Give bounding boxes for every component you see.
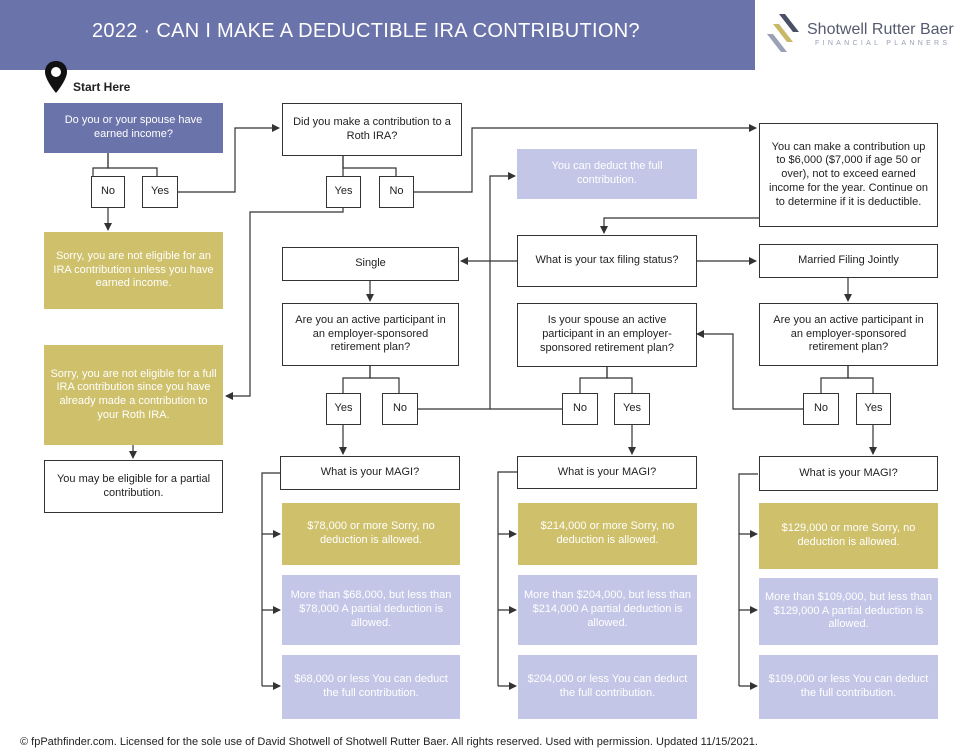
can-contribute-note: You can make a contribution up to $6,000… — [759, 123, 938, 227]
mfj-status: Married Filing Jointly — [759, 244, 938, 278]
single-active-participant-question: Are you an active participant in an empl… — [282, 303, 459, 366]
footer-copyright: © fpPathfinder.com. Licensed for the sol… — [20, 736, 758, 748]
magi-question-spouse: What is your MAGI? — [517, 456, 697, 489]
partial-contribution-eligible: You may be eligible for a partial contri… — [44, 460, 223, 513]
mfj-active-yes: Yes — [856, 393, 891, 425]
roth-question: Did you make a contribution to a Roth IR… — [282, 103, 462, 156]
mfj-magi-partial-deduction: More than $109,000, but less than $129,0… — [759, 578, 938, 645]
mfj-magi-no-deduction: $129,000 or more Sorry, no deduction is … — [759, 503, 938, 569]
mfj-magi-full-deduction: $109,000 or less You can deduct the full… — [759, 655, 938, 719]
spouse-magi-partial-deduction: More than $204,000, but less than $214,0… — [518, 575, 697, 645]
single-active-no: No — [382, 393, 418, 425]
single-status: Single — [282, 247, 459, 281]
single-magi-no-deduction: $78,000 or more Sorry, no deduction is a… — [282, 503, 460, 565]
spouse-active-no: No — [562, 393, 598, 425]
spouse-magi-no-deduction: $214,000 or more Sorry, no deduction is … — [518, 503, 697, 565]
header-bar: 2022 · CAN I MAKE A DEDUCTIBLE IRA CONTR… — [0, 0, 755, 70]
roth-no: No — [379, 176, 414, 208]
not-eligible-earned-income: Sorry, you are not eligible for an IRA c… — [44, 232, 223, 309]
page-title: 2022 · CAN I MAKE A DEDUCTIBLE IRA CONTR… — [92, 20, 640, 42]
earned-income-no: No — [91, 176, 125, 208]
roth-yes: Yes — [326, 176, 361, 208]
start-here-label: Start Here — [73, 80, 131, 94]
mfj-active-participant-question: Are you an active participant in an empl… — [759, 303, 938, 366]
earned-income-yes: Yes — [142, 176, 178, 208]
earned-income-question: Do you or your spouse have earned income… — [44, 103, 223, 153]
spouse-magi-full-deduction: $204,000 or less You can deduct the full… — [518, 655, 697, 719]
single-active-yes: Yes — [326, 393, 361, 425]
mfj-active-no: No — [803, 393, 839, 425]
logo-mark-icon — [767, 14, 799, 52]
logo-name: Shotwell Rutter Baer — [807, 21, 954, 38]
magi-question-mfj: What is your MAGI? — [759, 456, 938, 491]
spouse-active-participant-question: Is your spouse an active participant in … — [517, 303, 697, 367]
single-magi-full-deduction: $68,000 or less You can deduct the full … — [282, 655, 460, 719]
filing-status-question: What is your tax filing status? — [517, 235, 697, 287]
not-eligible-roth: Sorry, you are not eligible for a full I… — [44, 345, 223, 445]
full-deduction-top: You can deduct the full contribution. — [517, 149, 697, 199]
magi-question-single: What is your MAGI? — [280, 456, 460, 490]
logo-subtitle: FINANCIAL PLANNERS — [815, 40, 951, 47]
spouse-active-yes: Yes — [614, 393, 650, 425]
single-magi-partial-deduction: More than $68,000, but less than $78,000… — [282, 575, 460, 645]
logo: Shotwell Rutter Baer FINANCIAL PLANNERS — [755, 0, 977, 70]
map-pin-icon — [45, 61, 67, 93]
